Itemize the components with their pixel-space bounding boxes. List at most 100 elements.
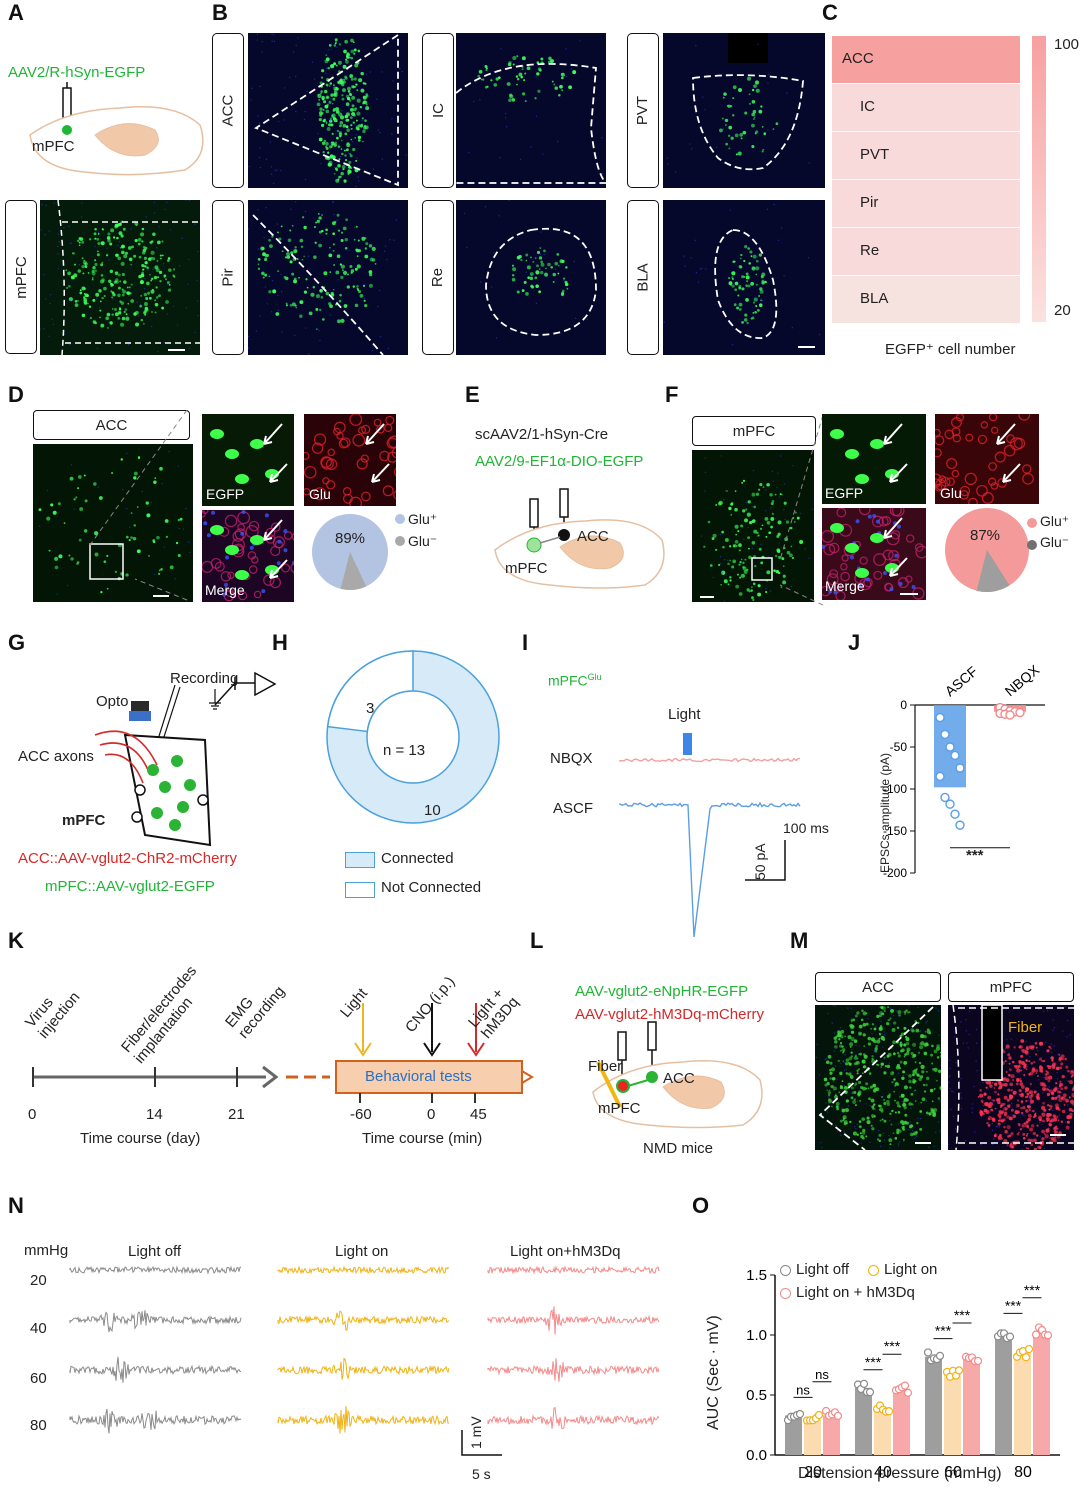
n-amp-scale: 1 mV [468,1416,484,1449]
o-bar [925,1357,942,1455]
heatmap-row: PVT [832,132,1020,180]
mpfc-label-e: mPFC [505,560,548,577]
zoom-lines-f [775,410,825,610]
j-point [936,772,944,780]
o-point [867,1389,874,1396]
colorbar [1032,36,1046,322]
heatmap-row-label: ACC [842,50,874,67]
legend-neg-f: Glu⁻ [1040,534,1069,551]
legend-not-connected: Not Connected [381,879,481,896]
panel-label-n: N [8,1193,24,1219]
legend-pos-d: Glu⁺ [408,511,437,528]
recording-schematic [95,665,295,845]
glu-f: Glu [935,414,1039,504]
mpfc-label-g: mPFC [62,812,105,829]
o-significance: *** [954,1307,971,1323]
o-legend-marker-0 [780,1265,791,1276]
legend-swatch-connected [345,852,375,868]
acc-label-l: ACC [663,1070,695,1087]
o-legend-2: Light on + hM3Dq [796,1284,915,1301]
heatmap-row: Pir [832,180,1020,228]
emg-trace [488,1267,659,1273]
o-point [975,1357,982,1364]
panel-label-e: E [465,382,480,408]
heatmap-caption: EGFP⁺ cell number [885,340,1015,358]
o-bar [995,1335,1012,1455]
panel-label-j: J [848,630,860,656]
k-min-45: 45 [470,1106,487,1123]
panel-label-o: O [692,1193,709,1219]
o-point [835,1412,842,1419]
j-ylabel: EPSCs amplitude (pA) [878,753,892,873]
emg-trace [278,1406,449,1434]
o-significance: ns [796,1382,810,1397]
o-point [861,1380,868,1387]
o-significance: *** [935,1323,952,1339]
panel-label-b: B [212,0,228,26]
o-point [886,1408,893,1415]
n-row-80: 80 [30,1417,47,1434]
heatmap-row-label: BLA [860,290,888,307]
virus-l-2: AAV-vglut2-hM3Dq-mCherry [575,1006,764,1023]
donut-large-value: 10 [424,802,441,819]
heatmap-row-label: Pir [860,194,878,211]
emg-trace [278,1358,449,1379]
o-category-label: 80 [1014,1464,1032,1481]
merge-f: Merge [822,508,926,600]
o-point [937,1352,944,1359]
n-col-light-on: Light on [335,1243,388,1260]
egfp-f: EGFP [822,414,926,504]
o-tick-label: 1.5 [746,1267,767,1284]
o-point [925,1349,932,1356]
panel-label-c: C [822,0,838,26]
mpfc-glu-label: mPFCGlu [548,672,602,689]
acc-axons-label: ACC axons [18,748,94,765]
virus-label: AAV2/R-hSyn-EGFP [8,64,145,81]
j-point [946,800,954,808]
o-point [956,1367,963,1374]
pie-pct-f: 87% [970,527,1000,544]
o-point [902,1382,909,1389]
emg-trace [70,1357,241,1383]
mpfc-micrograph-m: Fiber [948,1005,1074,1150]
o-legend-1: Light on [884,1261,937,1278]
n-row-20: 20 [30,1272,47,1289]
o-legend-0: Light off [796,1261,849,1278]
n-row-60: 60 [30,1370,47,1387]
colorbar-max: 100 [1054,36,1079,53]
behavioral-tests-box: Behavioral tests [365,1068,472,1085]
n-row-40: 40 [30,1320,47,1337]
panel-label-a: A [8,0,24,26]
pir-micrograph [248,200,408,355]
o-point [1023,1354,1030,1361]
legend-dot-pos-f [1027,518,1037,528]
mouse-brain-diagram-e [490,485,680,605]
k-min-neg60: -60 [350,1106,372,1123]
acc-label-e: ACC [577,528,609,545]
o-bar [1033,1331,1050,1455]
ascf-label: ASCF [553,800,593,817]
virus-l-1: AAV-vglut2-eNpHR-EGFP [575,983,748,1000]
panel-label-k: K [8,928,24,954]
o-significance: *** [865,1354,882,1370]
heatmap-row: Re [832,228,1020,276]
bla-box: BLA [627,200,659,355]
ic-micrograph [456,33,606,188]
o-bar [944,1372,961,1455]
legend-dot-pos-d [395,514,405,524]
acc-box-m: ACC [815,972,941,1002]
donut-chart-h [318,642,508,832]
pir-box: Pir [212,200,244,355]
re-box: Re [422,200,454,355]
emg-trace [488,1408,659,1429]
emg-trace [278,1267,449,1273]
k-min-caption: Time course (min) [362,1130,482,1147]
k-day-14: 14 [146,1106,163,1123]
legend-pos-f: Glu⁺ [1040,513,1069,530]
acc-micrograph [248,33,408,188]
pie-chart-f [940,505,1040,605]
viral-line-1: ACC::AAV-vglut2-ChR2-mCherry [18,850,237,867]
epsc-traces [620,740,810,890]
o-bar [963,1359,980,1455]
